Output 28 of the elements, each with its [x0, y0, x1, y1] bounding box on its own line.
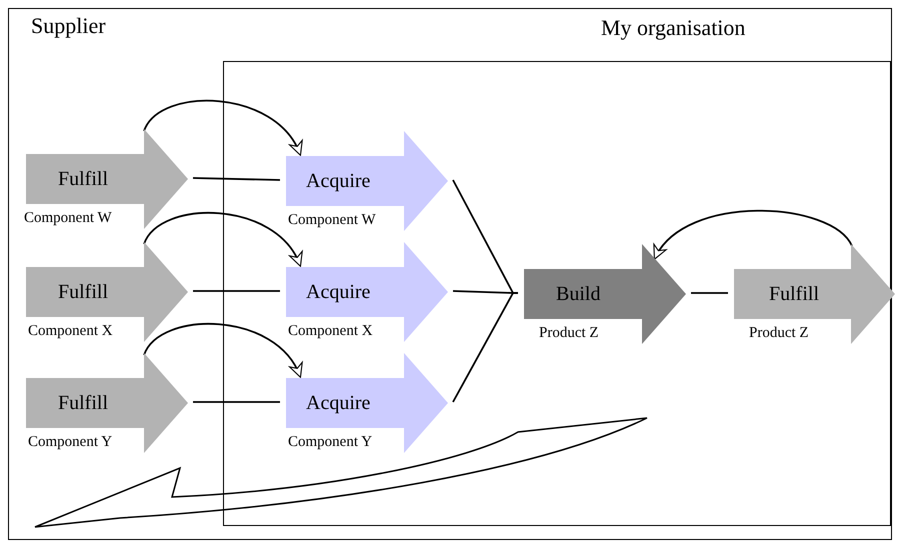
curved-arrow [143, 323, 302, 378]
node-label: Acquire [306, 169, 370, 193]
group-title: Supplier [31, 13, 106, 39]
connector-line [193, 401, 280, 403]
connector-line [452, 292, 518, 402]
connector-line [691, 292, 728, 294]
node-label: Fulfill [58, 167, 108, 191]
group-title: My organisation [601, 15, 746, 41]
curved-arrow [143, 100, 302, 156]
node-caption: Component W [24, 209, 112, 227]
connector-line [193, 290, 280, 292]
node-label: Build [556, 282, 600, 306]
node-caption: Component W [288, 211, 376, 229]
curved-arrow [654, 210, 853, 260]
node-caption: Component Y [288, 433, 372, 451]
node-label: Fulfill [769, 282, 820, 306]
node-label: Acquire [306, 391, 370, 415]
curved-arrow [143, 212, 302, 267]
boundary-frame [8, 8, 892, 540]
node-caption: Product Z [539, 324, 599, 342]
node-label: Acquire [306, 280, 370, 304]
node-caption: Component X [28, 322, 113, 340]
node-caption: Component Y [28, 433, 112, 451]
node-caption: Product Z [749, 324, 809, 342]
connector-line [192, 177, 280, 181]
node-label: Fulfill [58, 280, 108, 304]
node-caption: Component X [288, 322, 373, 340]
node-label: Fulfill [58, 391, 108, 415]
